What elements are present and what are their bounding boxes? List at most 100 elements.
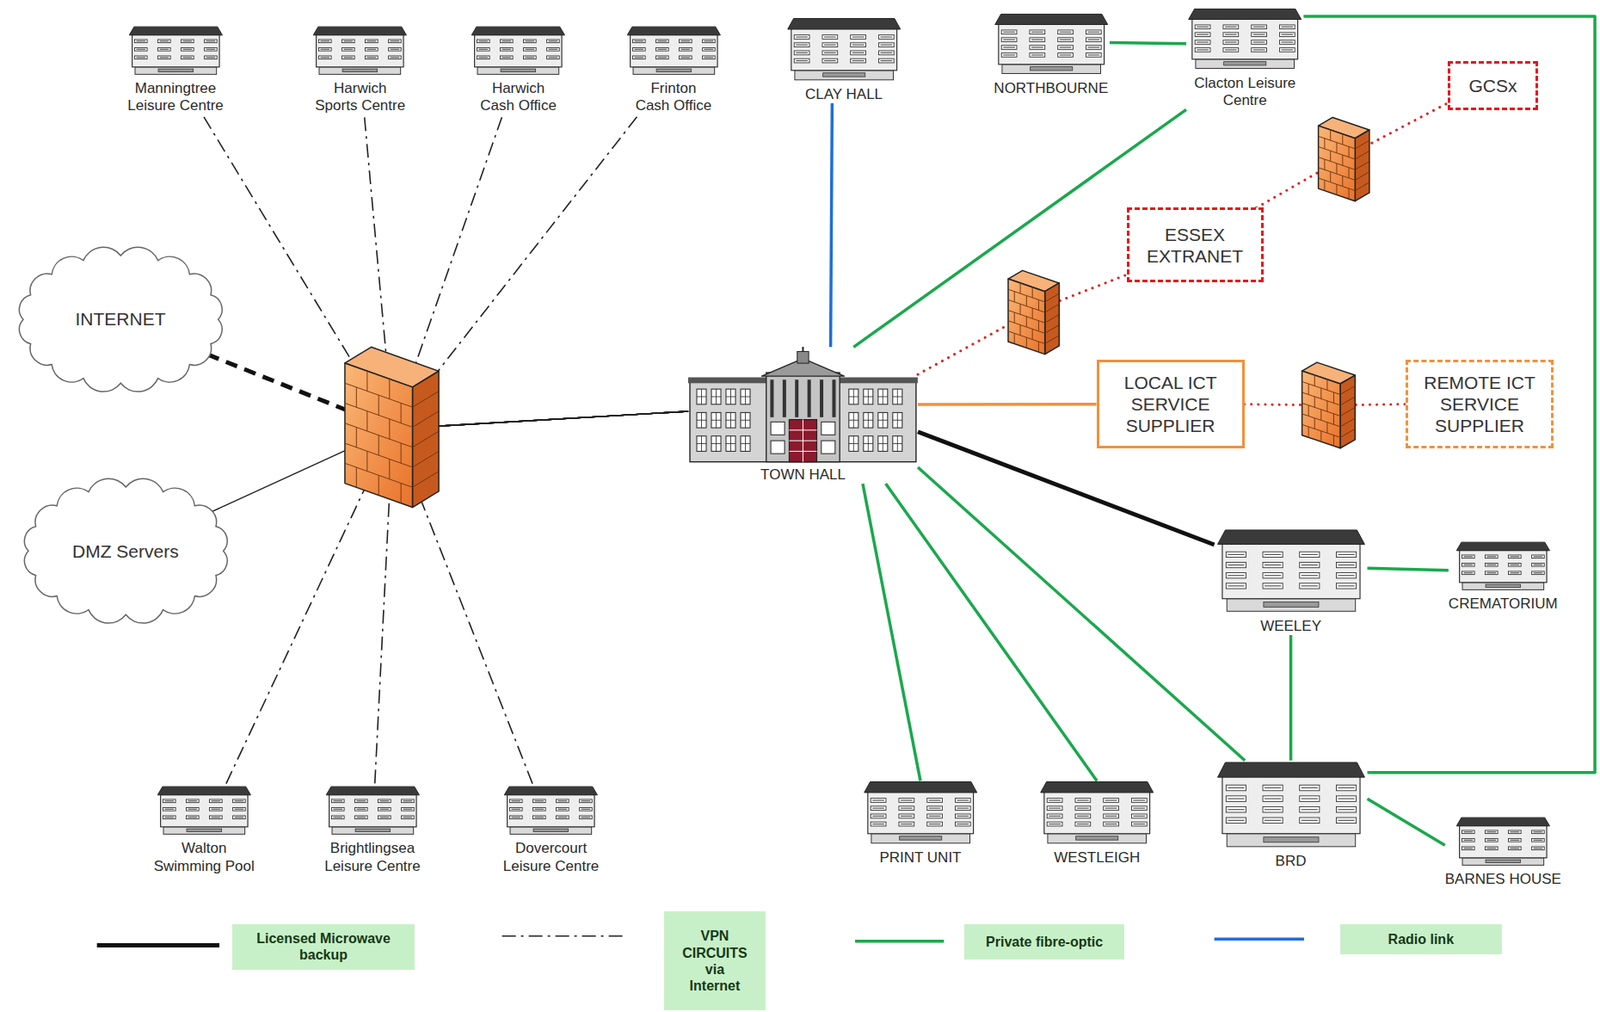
microwave-link	[917, 431, 1215, 545]
connector-segment	[1367, 798, 1446, 845]
site-label: CLAY HALL	[805, 86, 883, 104]
icon-frame	[992, 12, 1110, 74]
town-hall-icon	[688, 346, 918, 462]
icon-frame	[1214, 528, 1368, 612]
icon-frame	[311, 25, 409, 75]
icon-frame	[1038, 780, 1156, 844]
icon-frame	[155, 785, 253, 835]
firewall-icon	[344, 346, 439, 507]
building-icon	[1217, 529, 1365, 611]
building-icon	[313, 26, 407, 74]
legend-entry: Licensed Microwave backup	[232, 923, 414, 970]
building-node: BRD	[1214, 760, 1368, 870]
legend-label: Radio link	[1388, 930, 1454, 948]
legend-line-sample	[855, 939, 944, 943]
building-node: Harwich Cash Office	[469, 25, 567, 116]
icon-frame	[688, 346, 918, 464]
connector-segment	[1303, 16, 1595, 773]
building-node: PRINT UNIT	[861, 780, 979, 867]
firewall-icon	[1008, 270, 1059, 354]
legend-entry: Private fibre-optic	[964, 923, 1125, 960]
box-label: DMZ Servers	[72, 541, 179, 562]
connector-segment	[917, 467, 1245, 761]
cloud-node: DMZ Servers	[14, 473, 238, 628]
site-label: WEELEY	[1260, 617, 1322, 635]
site-label: Frinton Cash Office	[632, 80, 714, 116]
building-icon	[1040, 781, 1154, 844]
service-box: LOCAL ICT SERVICE SUPPLIER	[1096, 359, 1245, 449]
building-node: Manningtree Leisure Centre	[123, 25, 228, 116]
building-icon	[504, 787, 597, 835]
fibre-link	[862, 483, 921, 781]
legend-line-sample	[502, 935, 623, 937]
box-label: REMOTE ICT SERVICE SUPPLIER	[1416, 371, 1543, 437]
legend-entry: Radio link	[1340, 923, 1503, 955]
fibre-link	[886, 483, 1098, 781]
connector-segment	[1109, 43, 1187, 44]
legend-line-sample	[1214, 937, 1305, 942]
building-node: Clacton Leisure Centre	[1186, 7, 1304, 110]
radio-link	[830, 103, 833, 347]
box-label: LOCAL ICT SERVICE SUPPLIER	[1107, 371, 1234, 437]
site-label: BARNES HOUSE	[1445, 870, 1562, 888]
site-label: Harwich Sports Centre	[312, 80, 408, 116]
service-box: ESSEX EXTRANET	[1126, 207, 1264, 283]
fibre-link	[1367, 567, 1449, 571]
building-icon	[326, 787, 419, 835]
building-icon	[1188, 9, 1302, 69]
building-icon	[1456, 541, 1550, 590]
site-label: Manningtree Leisure Centre	[123, 80, 228, 116]
site-label: BRD	[1275, 852, 1307, 870]
connector-segment	[917, 274, 1127, 375]
firewall-icon	[1318, 116, 1370, 201]
cloud-node: INTERNET	[9, 241, 233, 397]
building-node: Dovercourt Leisure Centre	[498, 785, 604, 875]
connector-segment	[917, 402, 1097, 407]
town-hall-node: TOWN HALL	[688, 346, 918, 484]
site-label: NORTHBOURNE	[993, 80, 1108, 98]
fibre-link	[1367, 798, 1446, 845]
legend-label: Licensed Microwave backup	[239, 929, 407, 963]
fibre-link	[1109, 43, 1187, 44]
legend-line-sample	[97, 942, 220, 948]
firewall-icon	[1302, 362, 1356, 449]
icon-frame	[785, 17, 903, 81]
secure-link	[1256, 103, 1449, 209]
site-label: PRINT UNIT	[879, 849, 961, 867]
fibre-link	[1290, 634, 1292, 761]
internet-link	[207, 354, 689, 429]
building-node: WEELEY	[1214, 528, 1368, 635]
icon-frame	[469, 25, 567, 75]
icon-frame	[625, 25, 723, 75]
box-label: INTERNET	[74, 308, 166, 330]
legend-label: VPN CIRCUITS via Internet	[679, 927, 750, 994]
connector-segment	[886, 483, 1098, 781]
building-node: Brightlingsea Leisure Centre	[320, 785, 425, 875]
building-icon	[1217, 762, 1365, 847]
site-label: Brightlingsea Leisure Centre	[320, 839, 425, 875]
legend-label: Private fibre-optic	[985, 933, 1103, 950]
icon-frame	[1186, 7, 1304, 69]
connector-segment	[830, 103, 833, 347]
service-box: REMOTE ICT SERVICE SUPPLIER	[1405, 359, 1554, 449]
building-icon	[472, 26, 566, 74]
site-label: CREMATORIUM	[1448, 595, 1558, 613]
lan-link	[209, 411, 689, 513]
fibre-link	[917, 467, 1245, 761]
building-icon	[1456, 817, 1550, 865]
site-label: TOWN HALL	[760, 466, 846, 484]
fibre-link	[1303, 16, 1595, 773]
building-icon	[627, 26, 720, 74]
site-label: WESTLEIGH	[1053, 849, 1140, 867]
building-icon	[994, 14, 1108, 74]
icon-frame	[1454, 816, 1552, 866]
vpn-circuit	[226, 411, 689, 784]
site-label: Walton Swimming Pool	[152, 839, 257, 875]
connector-segment	[917, 431, 1215, 545]
building-icon	[787, 18, 901, 80]
connector-segment	[862, 483, 921, 781]
building-node: CLAY HALL	[785, 17, 903, 104]
connector-segment	[1256, 103, 1449, 209]
building-icon	[863, 781, 977, 844]
icon-frame	[502, 785, 600, 835]
